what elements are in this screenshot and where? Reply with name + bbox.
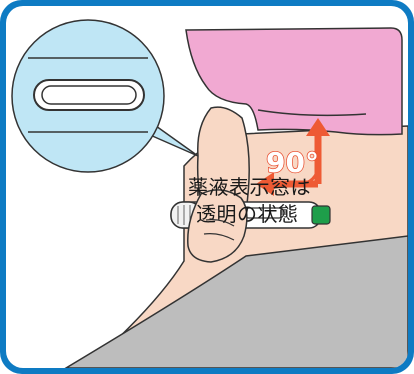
vertical-arrowhead [306,118,330,136]
angle-label: 90° [265,145,319,180]
window-caption: 薬液表示窓は 透明の状態 [188,174,348,228]
illustration-panel: 薬液表示窓は 透明の状態 90° [6,6,408,368]
shirt-hem [257,109,367,117]
finger-lines [203,219,235,241]
caption-line-1: 薬液表示窓は [188,175,311,199]
shirt [185,27,403,136]
window-inner [41,85,137,105]
hand [187,189,248,263]
angle-arc [299,165,320,186]
pants [64,235,408,368]
injection-illustration [11,19,408,368]
caption-line-2: 透明の状態 [196,202,299,226]
horizontal-arrowhead [256,172,274,196]
